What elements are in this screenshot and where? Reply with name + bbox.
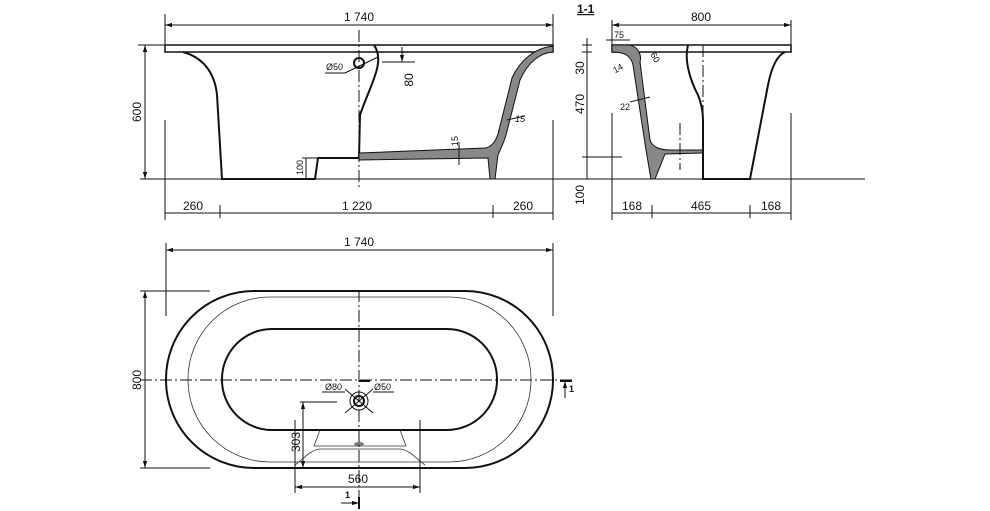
wall-thickness-label: 15 — [515, 114, 526, 124]
section-title: 1-1 — [577, 2, 595, 16]
overflow-hole — [353, 57, 365, 69]
plan-length-label: 1 740 — [344, 235, 374, 249]
section-left-foot-label: 168 — [622, 199, 642, 213]
left-foot-label: 260 — [183, 199, 203, 213]
svg-text:1: 1 — [345, 490, 350, 500]
right-foot-label: 260 — [513, 199, 533, 213]
section-body — [685, 44, 786, 180]
overflow-depth-label: 80 — [402, 73, 416, 87]
tub-left-body — [182, 51, 359, 180]
drain-icon — [353, 395, 365, 407]
section-width-label: 800 — [691, 10, 711, 24]
rim-overhang-label: 75 — [614, 30, 624, 40]
rim-thickness-label: 14 — [611, 62, 625, 76]
section-right-foot-label: 168 — [761, 199, 781, 213]
section-middle-label: 465 — [691, 199, 711, 213]
waste-diameter-label: Ø50 — [374, 382, 391, 392]
foot-width-label: 560 — [348, 472, 368, 486]
drain-outer — [349, 391, 369, 411]
section-cut-line — [358, 44, 380, 159]
section-wall-thickness-label: 22 — [620, 102, 630, 112]
section-view: 1-1 800 75 14 60 22 30 470 100 168 465 1… — [573, 2, 792, 220]
plan-width-label: 800 — [130, 370, 144, 390]
tub-wall-section — [358, 45, 554, 180]
section-marker-right: 1 — [560, 380, 574, 398]
section-wall — [611, 44, 704, 180]
base-height-label: 100 — [573, 185, 587, 205]
drain-offset-label: 303 — [289, 432, 303, 452]
middle-length-label: 1 220 — [342, 199, 372, 213]
floor-thickness-label: 15 — [450, 136, 460, 146]
height-label: 600 — [130, 102, 144, 122]
rim-depth-label: 60 — [648, 51, 662, 65]
section-marker-bottom: 1 — [341, 490, 360, 509]
drain-diameter-label: Ø80 — [325, 382, 342, 392]
side-view: Ø50 80 15 15 100 1 740 600 260 1 220 260 — [130, 10, 865, 220]
step-height-label: 100 — [295, 160, 305, 175]
wall-height-label: 470 — [573, 94, 587, 114]
overflow-diameter-label: Ø50 — [326, 62, 343, 72]
overall-length-label: 1 740 — [344, 10, 374, 24]
foot-step — [313, 429, 407, 447]
rim-height-label: 30 — [573, 61, 587, 75]
plan-view: Ø80 Ø50 1 740 800 303 560 1 1 — [130, 235, 574, 509]
svg-text:1: 1 — [569, 384, 574, 394]
